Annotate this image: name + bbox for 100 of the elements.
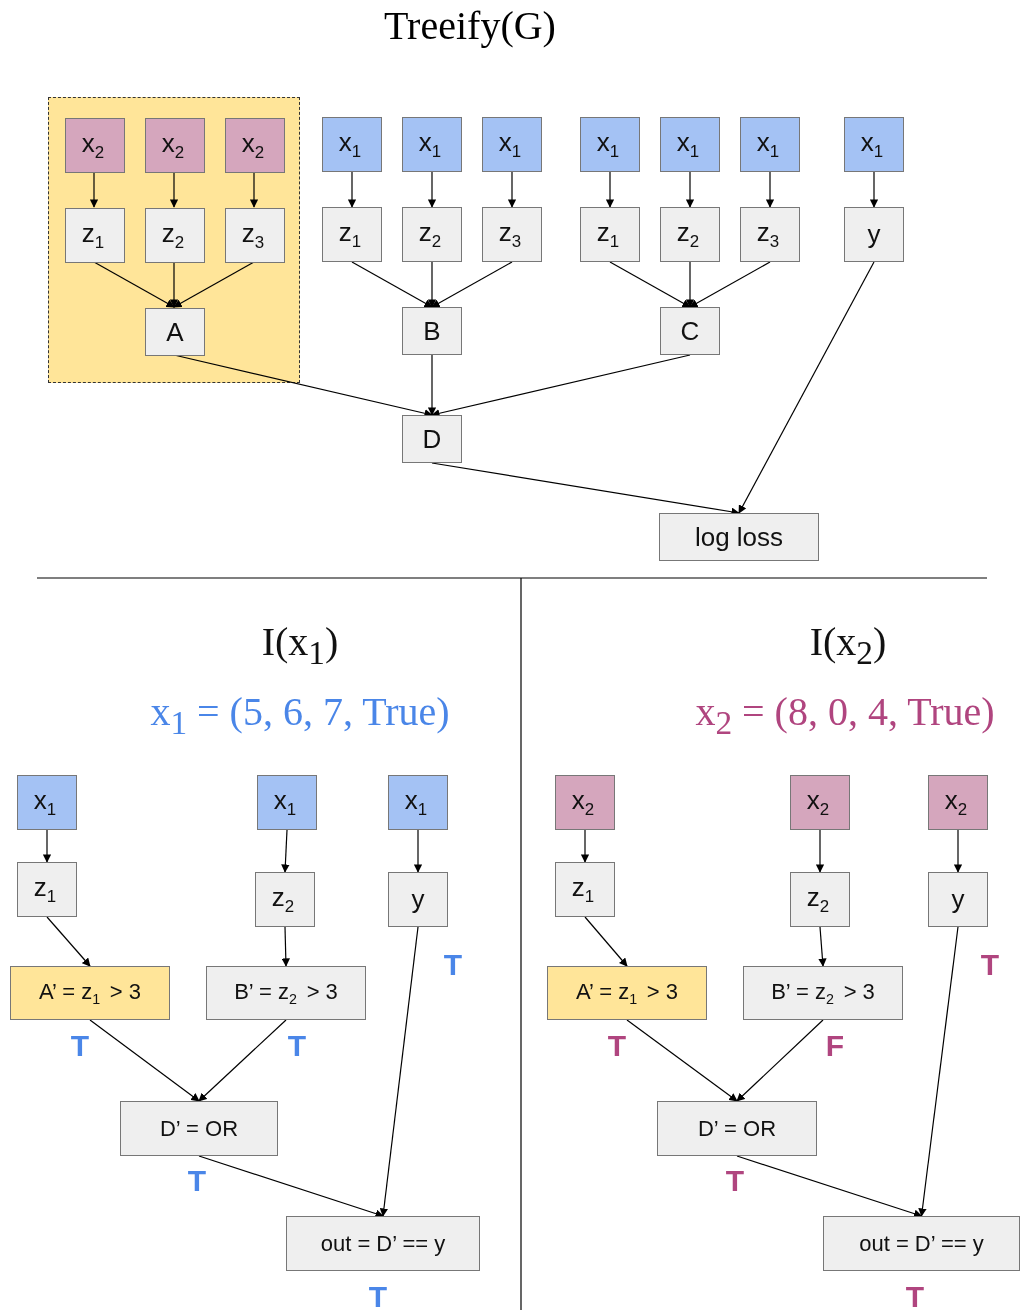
arrow — [431, 261, 513, 308]
process-box: x$_{2}$ — [65, 118, 125, 173]
equation-label: x$_{1}$ = (5, 6, 7, True) — [150, 688, 450, 742]
process-box: y — [844, 207, 904, 262]
arrow — [431, 354, 691, 418]
process-box: B — [402, 307, 462, 355]
process-box: x$_{1}$ — [844, 117, 904, 172]
process-box: x$_{1}$ — [257, 775, 317, 830]
arrow — [605, 171, 615, 208]
value-label: T — [905, 1282, 925, 1312]
process-box: log loss — [659, 513, 819, 561]
process-box: x$_{2}$ — [790, 775, 850, 830]
process-box: x$_{1}$ — [740, 117, 800, 172]
process-box: z$_{3}$ — [482, 207, 542, 262]
process-box: out = D’ == y — [286, 1216, 480, 1271]
arrow — [281, 926, 290, 967]
value-label: T — [368, 1282, 388, 1312]
arrow — [198, 1019, 287, 1102]
arrow — [281, 829, 290, 873]
arrow — [689, 261, 771, 308]
process-box: x$_{2}$ — [225, 118, 285, 173]
process-box: A — [145, 308, 205, 356]
title: Treeify(G) — [384, 2, 556, 49]
process-box: z$_{2}$ — [790, 872, 850, 927]
value-label: T — [287, 1031, 307, 1061]
process-box: y — [388, 872, 448, 927]
arrow — [918, 926, 959, 1217]
arrow — [89, 1019, 200, 1102]
process-box: z$_{3}$ — [740, 207, 800, 262]
arrow — [507, 171, 517, 208]
arrow — [169, 261, 179, 308]
value-label: T — [443, 950, 463, 980]
arrow — [580, 829, 590, 863]
process-box: z$_{3}$ — [225, 208, 285, 263]
process-box: x$_{2}$ — [145, 118, 205, 173]
highlight-region — [48, 97, 300, 383]
process-box: z$_{1}$ — [17, 862, 77, 917]
process-box: x$_{1}$ — [660, 117, 720, 172]
process-box: x$_{1}$ — [482, 117, 542, 172]
arrow — [584, 916, 628, 967]
arrow — [815, 829, 825, 873]
equation-label: x$_{2}$ = (8, 0, 4, True) — [695, 688, 995, 742]
arrow — [93, 261, 175, 308]
arrow — [736, 1019, 824, 1102]
arrow — [431, 462, 740, 516]
process-box: B’ = z$_{2}$ > 3 — [743, 966, 903, 1020]
value-label: T — [607, 1031, 627, 1061]
process-box: B’ = z$_{2}$ > 3 — [206, 966, 366, 1020]
value-label: T — [187, 1166, 207, 1196]
arrow — [42, 829, 52, 863]
process-box: x$_{1}$ — [580, 117, 640, 172]
process-box: z$_{1}$ — [555, 862, 615, 917]
arrow — [685, 261, 695, 308]
value-label: F — [825, 1031, 845, 1061]
process-box: z$_{1}$ — [65, 208, 125, 263]
process-box: x$_{1}$ — [402, 117, 462, 172]
arrow — [953, 829, 963, 873]
process-box: x$_{2}$ — [928, 775, 988, 830]
arrow — [685, 171, 695, 208]
process-box: D’ = OR — [657, 1101, 817, 1156]
arrow — [869, 171, 879, 208]
heading: I(x$_{2}$) — [809, 618, 887, 672]
arrow — [379, 926, 419, 1217]
process-box: z$_{2}$ — [660, 207, 720, 262]
process-box: z$_{2}$ — [145, 208, 205, 263]
process-box: C — [660, 307, 720, 355]
arrow — [765, 171, 775, 208]
arrow — [818, 926, 827, 967]
arrow — [173, 261, 255, 308]
heading: I(x$_{1}$) — [261, 618, 339, 672]
arrow — [736, 1155, 923, 1218]
process-box: z$_{2}$ — [255, 872, 315, 927]
process-box: A’ = z$_{1}$ > 3 — [10, 966, 170, 1020]
arrow — [609, 261, 691, 308]
arrow — [413, 829, 423, 873]
process-box: z$_{2}$ — [402, 207, 462, 262]
arrow — [249, 171, 259, 208]
arrow — [427, 354, 437, 416]
process-box: x$_{1}$ — [388, 775, 448, 830]
value-label: T — [70, 1031, 90, 1061]
arrow — [626, 1019, 738, 1102]
arrow — [169, 171, 179, 208]
value-label: T — [725, 1166, 745, 1196]
process-box: x$_{1}$ — [17, 775, 77, 830]
arrow — [347, 171, 357, 208]
process-box: z$_{1}$ — [322, 207, 382, 262]
arrow — [738, 261, 875, 514]
process-box: out = D’ == y — [823, 1216, 1020, 1271]
arrow — [198, 1155, 384, 1218]
arrow — [351, 261, 433, 308]
process-box: x$_{1}$ — [322, 117, 382, 172]
process-box: z$_{1}$ — [580, 207, 640, 262]
process-box: A’ = z$_{1}$ > 3 — [547, 966, 707, 1020]
arrow — [46, 916, 91, 967]
arrow — [89, 171, 99, 208]
process-box: D’ = OR — [120, 1101, 278, 1156]
arrow — [427, 171, 437, 208]
arrow — [427, 261, 437, 308]
process-box: x$_{2}$ — [555, 775, 615, 830]
process-box: D — [402, 415, 462, 463]
